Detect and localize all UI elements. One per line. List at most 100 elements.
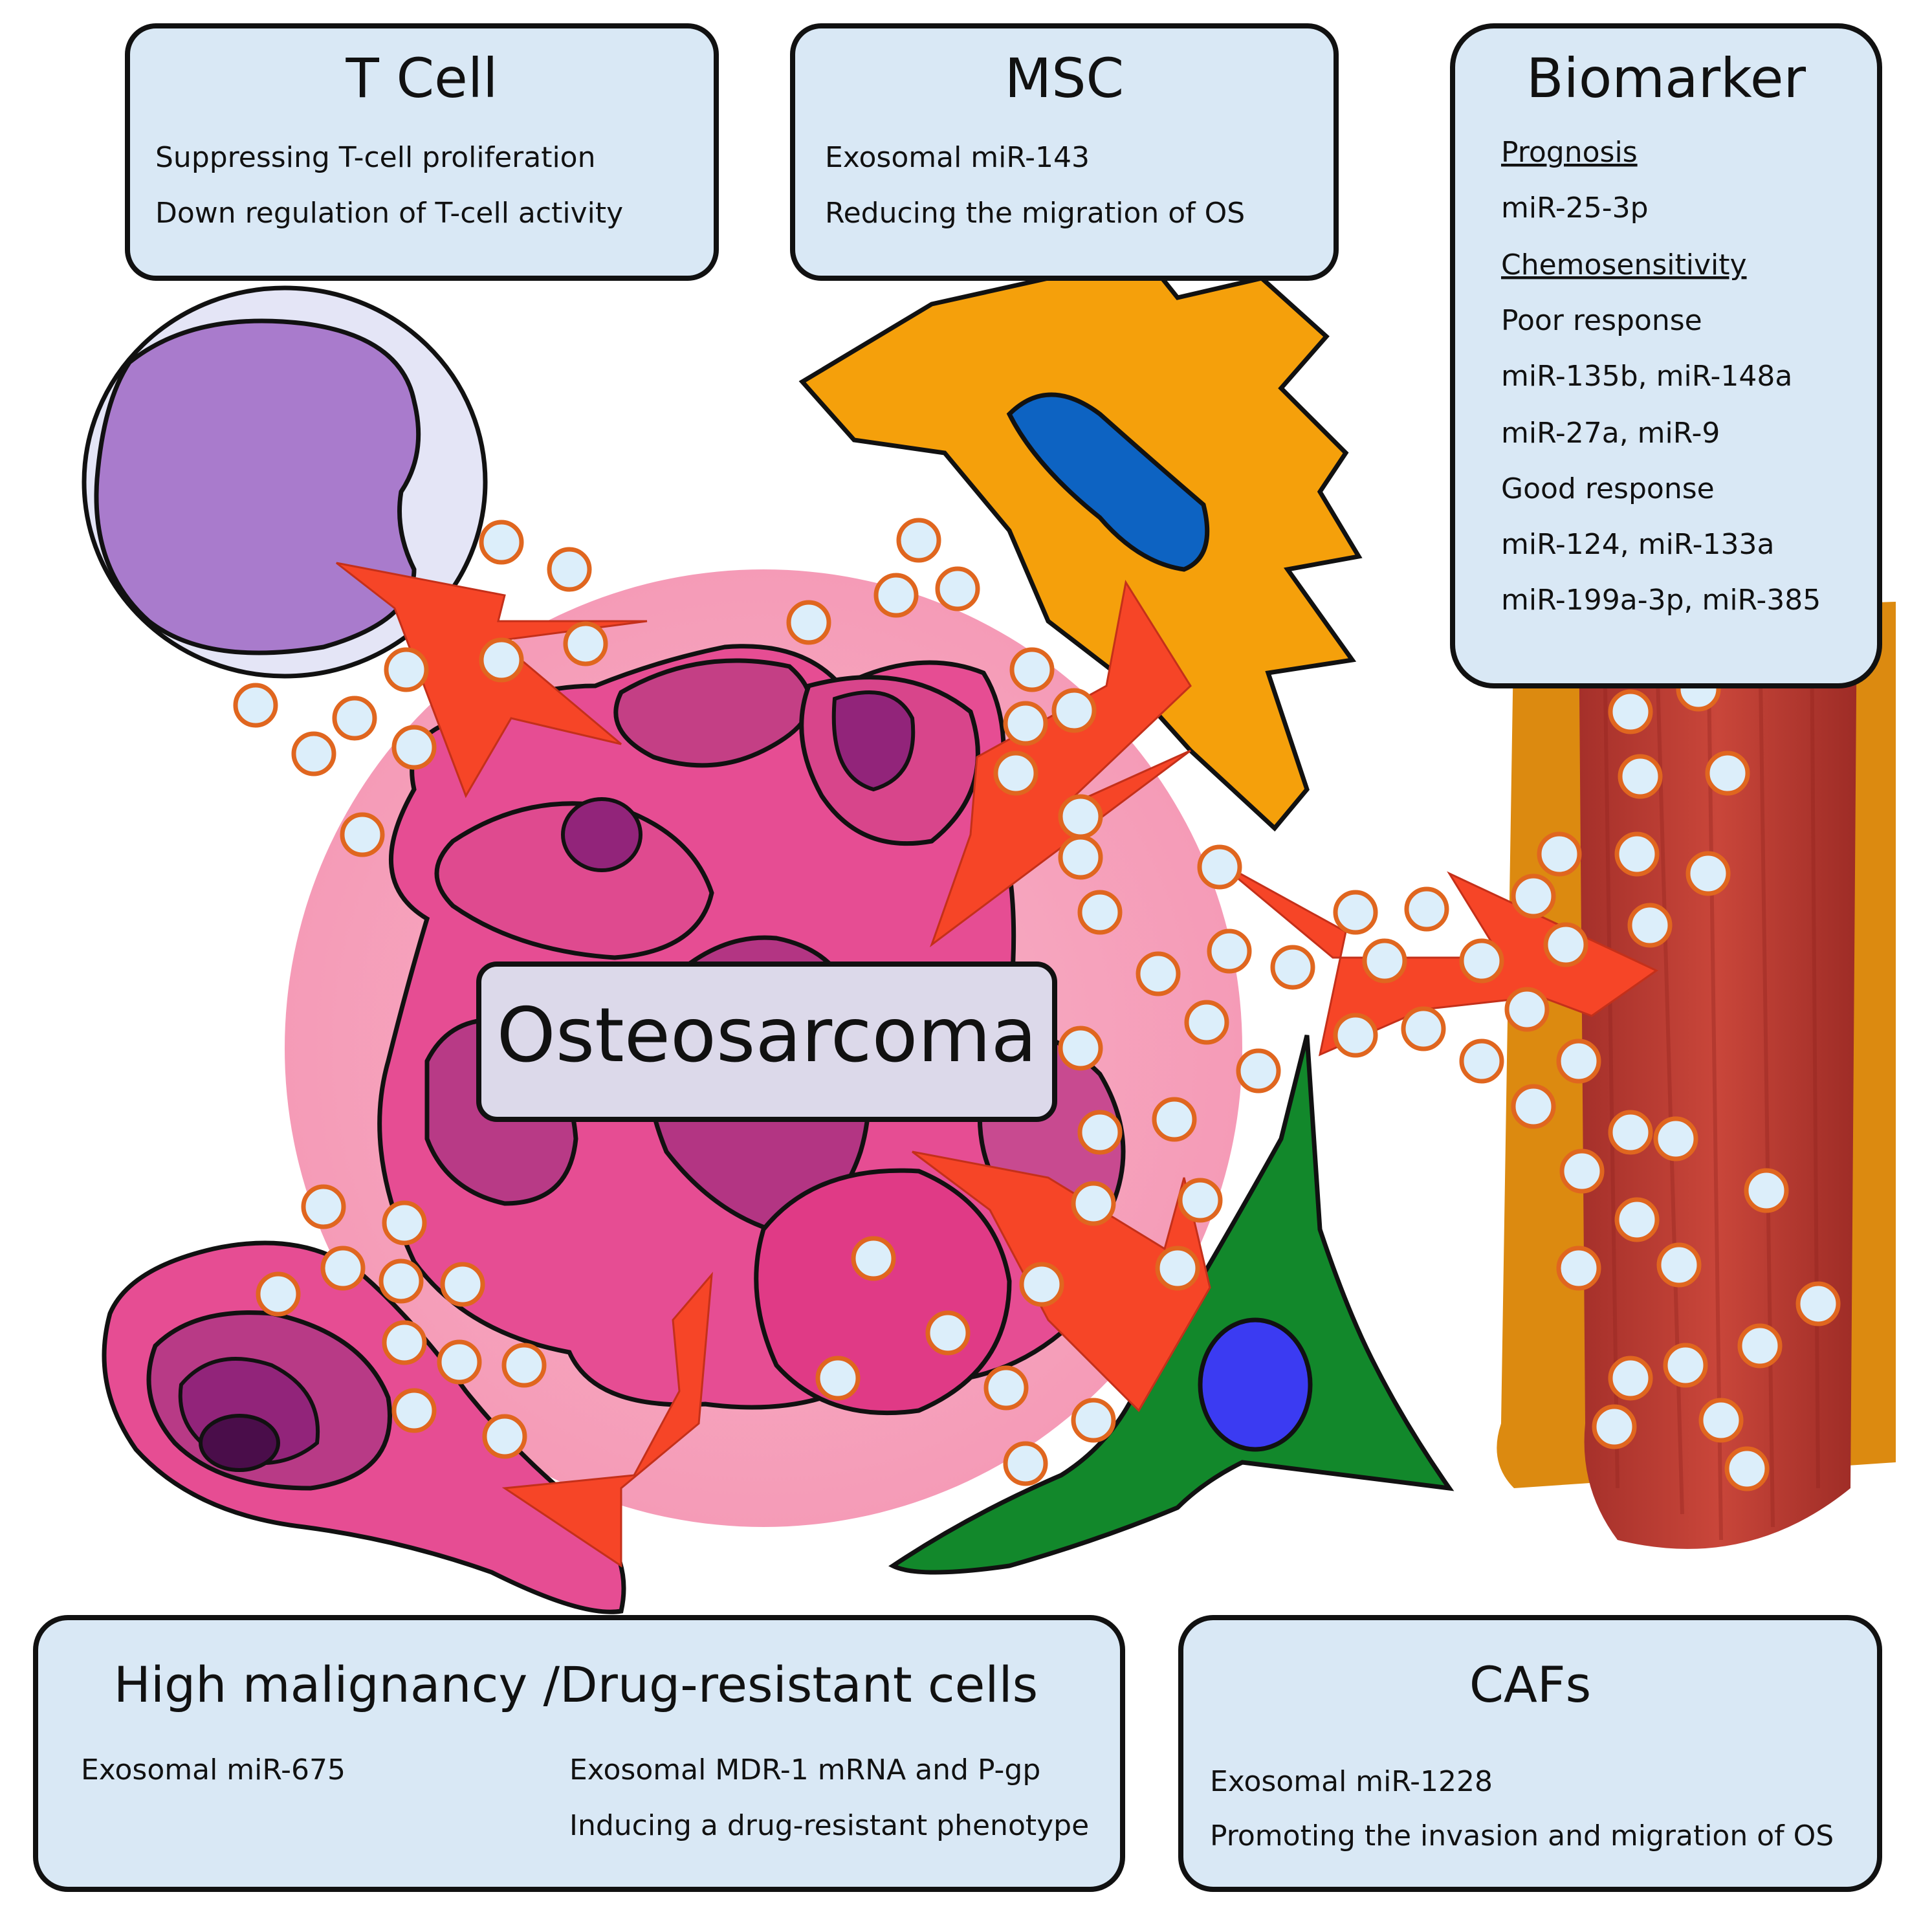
biomarker-info-box: Biomarker Prognosis miR-25-3p Chemosensi… [1450, 23, 1882, 688]
tcell-title: T Cell [345, 47, 498, 110]
exosome-vesicle [1184, 1000, 1229, 1045]
exosome-vesicle [1511, 1084, 1556, 1129]
exosome-vesicle [1155, 1246, 1200, 1291]
osteosarcoma-label-box: Osteosarcoma [476, 962, 1057, 1122]
exosome-vesicle [382, 1200, 427, 1246]
msc-cell [798, 263, 1363, 832]
exosome-vesicle [1077, 1110, 1123, 1155]
exosome-vesicle [1236, 1048, 1281, 1093]
cafs-line-1: Exosomal miR-1228 [1210, 1765, 1493, 1798]
msc-title: MSC [1005, 47, 1124, 110]
exosome-vesicle [1459, 1038, 1504, 1084]
exosome-vesicle [935, 566, 980, 611]
tcell-info-box: T Cell Suppressing T-cell proliferation … [125, 23, 719, 281]
poor-response-item-1: miR-135b, miR-148a [1501, 360, 1792, 393]
exosome-vesicle [1537, 831, 1582, 877]
exosome-vesicle [1744, 1168, 1789, 1213]
exosome-vesicle [1685, 851, 1731, 896]
good-response-item-1: miR-124, miR-133a [1501, 528, 1774, 561]
exosome-vesicle [501, 1343, 547, 1388]
exosome-vesicle [1698, 1398, 1744, 1443]
exosome-vesicle [301, 1184, 346, 1229]
exosome-vesicle [1077, 890, 1123, 935]
exosome-vesicle [1705, 751, 1750, 796]
exosome-vesicle [1401, 1006, 1446, 1051]
poor-response-item-2: miR-27a, miR-9 [1501, 417, 1720, 450]
exosome-vesicle [1556, 1246, 1601, 1291]
exosome-vesicle [786, 600, 831, 645]
malignancy-left-line: Exosomal miR-675 [81, 1753, 346, 1786]
exosome-vesicle [1207, 929, 1252, 974]
exosome-vesicle [382, 1320, 427, 1365]
poor-response-label: Poor response [1501, 304, 1702, 337]
cafs-title: CAFs [1469, 1656, 1591, 1713]
exosome-vesicle [1009, 647, 1055, 692]
exosome-vesicle [1543, 922, 1588, 967]
exosome-vesicle [1019, 1262, 1064, 1307]
exosome-vesicle [391, 725, 437, 770]
exosome-vesicle [1003, 701, 1048, 746]
msc-line-1: Exosomal miR-143 [825, 141, 1090, 174]
chemo-heading: Chemosensitivity [1501, 248, 1747, 281]
exosome-vesicle [1270, 945, 1315, 990]
exosome-vesicle [547, 547, 592, 592]
exosome-vesicle [1197, 844, 1242, 890]
exosome-vesicle [563, 621, 608, 666]
exosome-vesicle [332, 696, 377, 741]
prognosis-item: miR-25-3p [1501, 192, 1649, 225]
tcell-line-1: Suppressing T-cell proliferation [155, 141, 595, 174]
exosome-vesicle [1459, 938, 1504, 983]
exosome-vesicle [233, 683, 278, 728]
malignancy-title: High malignancy /Drug-resistant cells [114, 1656, 1038, 1713]
exosome-vesicle [1333, 1013, 1378, 1058]
msc-info-box: MSC Exosomal miR-143 Reducing the migrat… [790, 23, 1339, 281]
exosome-vesicle [896, 518, 941, 563]
good-response-item-2: miR-199a-3p, miR-385 [1501, 584, 1821, 617]
exosome-vesicle [1653, 1116, 1698, 1161]
exosome-vesicle [1058, 835, 1103, 880]
exosome-vesicle [1608, 1356, 1653, 1401]
exosome-vesicle [1556, 1038, 1601, 1084]
arrow-to-vessel [1216, 859, 1658, 1057]
exosome-vesicle [1136, 951, 1181, 996]
exosome-vesicle [1592, 1404, 1637, 1449]
exosome-vesicle [320, 1246, 366, 1291]
exosome-vesicle [815, 1356, 861, 1401]
exosome-vesicle [1504, 987, 1550, 1032]
exosome-vesicle [1608, 689, 1653, 734]
exosome-vesicle [1663, 1343, 1708, 1388]
exosome-vesicle [1051, 688, 1097, 733]
exosome-group [233, 518, 1841, 1491]
exosome-vesicle [384, 647, 429, 692]
blood-vessel [1497, 602, 1896, 1549]
cafs-line-2: Promoting the invasion and migration of … [1210, 1819, 1834, 1852]
exosome-vesicle [993, 751, 1038, 796]
exosome-vesicle [1152, 1097, 1197, 1142]
exosome-vesicle [1362, 938, 1407, 983]
exosome-vesicle [1511, 874, 1556, 919]
arrow-from-msc [929, 579, 1192, 948]
malignancy-info-box: High malignancy /Drug-resistant cells Ex… [33, 1615, 1125, 1892]
exosome-vesicle [1559, 1148, 1605, 1194]
exosome-vesicle [1071, 1181, 1116, 1226]
exosome-vesicle [479, 520, 524, 565]
exosome-vesicle [256, 1271, 301, 1317]
cafs-info-box: CAFs Exosomal miR-1228 Promoting the inv… [1178, 1615, 1882, 1892]
exosome-vesicle [1608, 1110, 1653, 1155]
tcell-line-2: Down regulation of T-cell activity [155, 197, 623, 230]
exosome-vesicle [391, 1388, 437, 1433]
exosome-vesicle [1178, 1178, 1223, 1223]
good-response-label: Good response [1501, 472, 1715, 505]
exosome-vesicle [482, 1414, 527, 1459]
exosome-vesicle [925, 1310, 971, 1356]
exosome-vesicle [1627, 903, 1673, 948]
exosome-vesicle [1724, 1446, 1770, 1491]
exosome-vesicle [1656, 1242, 1702, 1288]
exosome-vesicle [437, 1339, 482, 1385]
exosome-vesicle [340, 812, 385, 857]
exosome-vesicle [873, 573, 919, 618]
exosome-vesicle [1795, 1281, 1841, 1326]
exosome-vesicle [1618, 754, 1663, 799]
arrow-from-malignant [501, 1271, 713, 1568]
